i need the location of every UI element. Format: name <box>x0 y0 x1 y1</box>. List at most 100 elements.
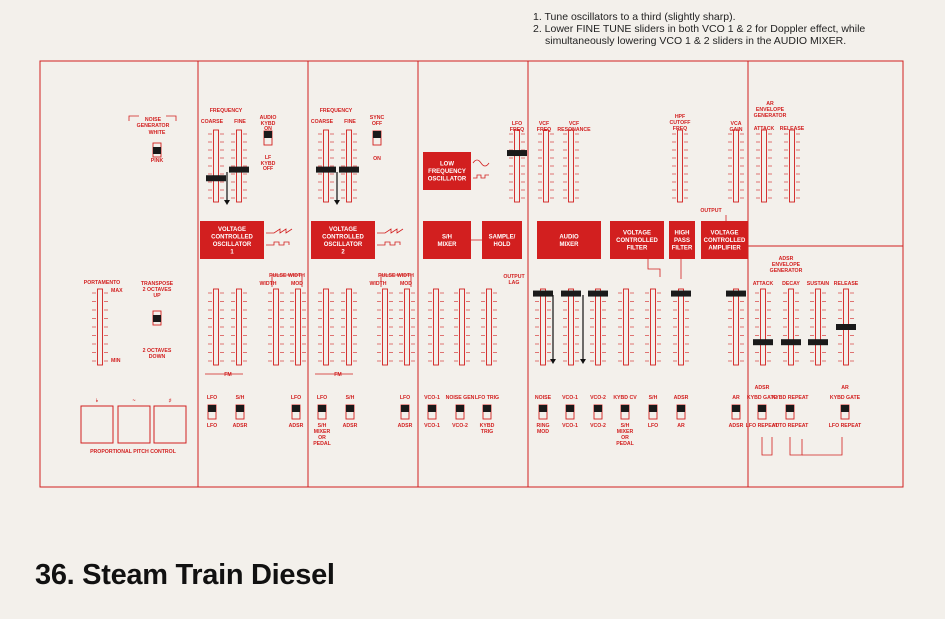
sh-switch-2-lever[interactable] <box>456 405 464 412</box>
mixer-switch-2-lever[interactable] <box>566 405 574 412</box>
vco1-range-switch-lever[interactable] <box>264 131 272 138</box>
sh-slider-1[interactable] <box>428 288 444 366</box>
sh-switch-3[interactable] <box>482 404 492 420</box>
vco1-pw-switch[interactable] <box>291 404 301 420</box>
vcf-resonance-slider[interactable] <box>563 129 579 203</box>
vcf-switch-3[interactable] <box>676 404 686 420</box>
adsr-sustain-slider[interactable] <box>808 288 828 366</box>
vca-switch[interactable] <box>731 404 741 420</box>
vco1-mod-slider-3[interactable] <box>268 288 284 366</box>
sh-switch-1[interactable] <box>427 404 437 420</box>
vco1-fine-slider[interactable] <box>229 129 249 203</box>
vco2-coarse-slider[interactable] <box>316 129 336 203</box>
vco1-pw-switch-lever[interactable] <box>292 405 300 412</box>
vco2-sw1-bottom: S/H <box>318 423 327 429</box>
mixer-vco1-slider-knob[interactable] <box>561 290 581 297</box>
ppc-tilde-pad[interactable] <box>117 405 151 444</box>
ar-release-slider[interactable] <box>784 129 800 203</box>
portamento-slider[interactable] <box>92 288 108 366</box>
mixer-vco2-slider[interactable] <box>588 288 608 366</box>
mixer-switch-3-lever[interactable] <box>594 405 602 412</box>
vco2-mod-slider-1[interactable] <box>318 288 334 366</box>
vco1-coarse-slider-knob[interactable] <box>206 175 226 182</box>
vca-env-slider[interactable] <box>726 288 746 366</box>
sh-switch-1-lever[interactable] <box>428 405 436 412</box>
adsr-release-slider-knob[interactable] <box>836 324 856 330</box>
vco1-fm-switch-2[interactable] <box>235 404 245 420</box>
vco1-fm-switch-1[interactable] <box>207 404 217 420</box>
vco2-fm-switch-2[interactable] <box>345 404 355 420</box>
vco2-pw-switch-lever[interactable] <box>401 405 409 412</box>
adsr-gate-switch[interactable] <box>757 404 767 420</box>
lfo-freq-slider-knob[interactable] <box>507 150 527 157</box>
vco1-coarse-slider[interactable] <box>206 129 226 203</box>
vcf-adsr-slider-knob[interactable] <box>671 290 691 297</box>
adsr-sustain-slider-knob[interactable] <box>808 339 828 346</box>
mixer-switch-3[interactable] <box>593 404 603 420</box>
ppc-flat-pad[interactable] <box>80 405 114 444</box>
ar-gate-switch[interactable] <box>840 404 850 420</box>
vco2-sync-switch[interactable] <box>372 130 382 146</box>
noise-color-switch-lever[interactable] <box>153 147 161 154</box>
mixer-switch-2[interactable] <box>565 404 575 420</box>
sh-slider-2[interactable] <box>454 288 470 366</box>
vcf-freq-slider[interactable] <box>538 129 554 203</box>
vco2-sync-switch-lever[interactable] <box>373 131 381 138</box>
vco2-fm-switch-1[interactable] <box>317 404 327 420</box>
vcf-kybd-slider[interactable] <box>618 288 634 366</box>
vco2-fine-slider-knob[interactable] <box>339 166 359 173</box>
sh-switch-2[interactable] <box>455 404 465 420</box>
vco1-mod-slider-2[interactable] <box>231 288 247 366</box>
vco1-mod-slider-4[interactable] <box>290 288 306 366</box>
adsr-decay-slider-knob[interactable] <box>781 339 801 346</box>
adsr-release-slider[interactable] <box>836 288 856 366</box>
vco2-mod-slider-2[interactable] <box>341 288 357 366</box>
adsr-gate-switch-lever[interactable] <box>758 405 766 412</box>
vco2-mod-slider-3[interactable] <box>377 288 393 366</box>
vca-env-slider-knob[interactable] <box>726 290 746 297</box>
vcf-switch-3-lever[interactable] <box>677 405 685 412</box>
mixer-noise-slider[interactable] <box>533 288 553 366</box>
vcf-sh-slider[interactable] <box>645 288 661 366</box>
vcf-switch-1[interactable] <box>620 404 630 420</box>
sh-switch-3-lever[interactable] <box>483 405 491 412</box>
hpf-cutoff-slider[interactable] <box>672 129 688 203</box>
mixer-switch-1[interactable] <box>538 404 548 420</box>
mixer-vco2-slider-knob[interactable] <box>588 290 608 297</box>
noise-color-switch[interactable] <box>152 142 162 158</box>
ar-gate-switch-lever[interactable] <box>841 405 849 412</box>
lfo-freq-slider[interactable] <box>507 129 527 203</box>
vco2-fm-switch-1-lever[interactable] <box>318 405 326 412</box>
vco2-mod-slider-4[interactable] <box>399 288 415 366</box>
mixer-vco1-slider[interactable] <box>561 288 581 366</box>
vca-gain-slider[interactable] <box>728 129 744 203</box>
vcf-switch-2[interactable] <box>648 404 658 420</box>
adsr-attack-slider[interactable] <box>753 288 773 366</box>
vco1-mod-slider-1[interactable] <box>208 288 224 366</box>
vco1-fine-slider-knob[interactable] <box>229 166 249 173</box>
vca-switch-lever[interactable] <box>732 405 740 412</box>
ar-attack-slider[interactable] <box>756 129 772 203</box>
mixer-noise-slider-knob[interactable] <box>533 290 553 297</box>
vco2-pw-switch[interactable] <box>400 404 410 420</box>
mixer-switch-1-lever[interactable] <box>539 405 547 412</box>
vco1-range-switch[interactable] <box>263 130 273 146</box>
vco1-fm-switch-2-lever[interactable] <box>236 405 244 412</box>
block-hpf-label: HIGH <box>675 231 690 237</box>
transpose-switch[interactable] <box>152 310 162 326</box>
vcf-adsr-slider[interactable] <box>671 288 691 366</box>
sh-slider-3[interactable] <box>481 288 497 366</box>
adsr-repeat-switch-lever[interactable] <box>786 405 794 412</box>
vco1-fm-switch-1-lever[interactable] <box>208 405 216 412</box>
vcf-switch-2-lever[interactable] <box>649 405 657 412</box>
ppc-sharp-pad[interactable] <box>153 405 187 444</box>
vcf-switch-1-lever[interactable] <box>621 405 629 412</box>
vco2-fine-slider[interactable] <box>339 129 359 203</box>
adsr-decay-slider[interactable] <box>781 288 801 366</box>
adsr-repeat-switch[interactable] <box>785 404 795 420</box>
adsr-attack-slider-knob[interactable] <box>753 339 773 346</box>
vco2-coarse-slider-knob[interactable] <box>316 166 336 173</box>
adsr-sw-lfo-repeat: LFO REPEAT <box>746 423 779 429</box>
transpose-switch-lever[interactable] <box>153 315 161 322</box>
vco2-fm-switch-2-lever[interactable] <box>346 405 354 412</box>
